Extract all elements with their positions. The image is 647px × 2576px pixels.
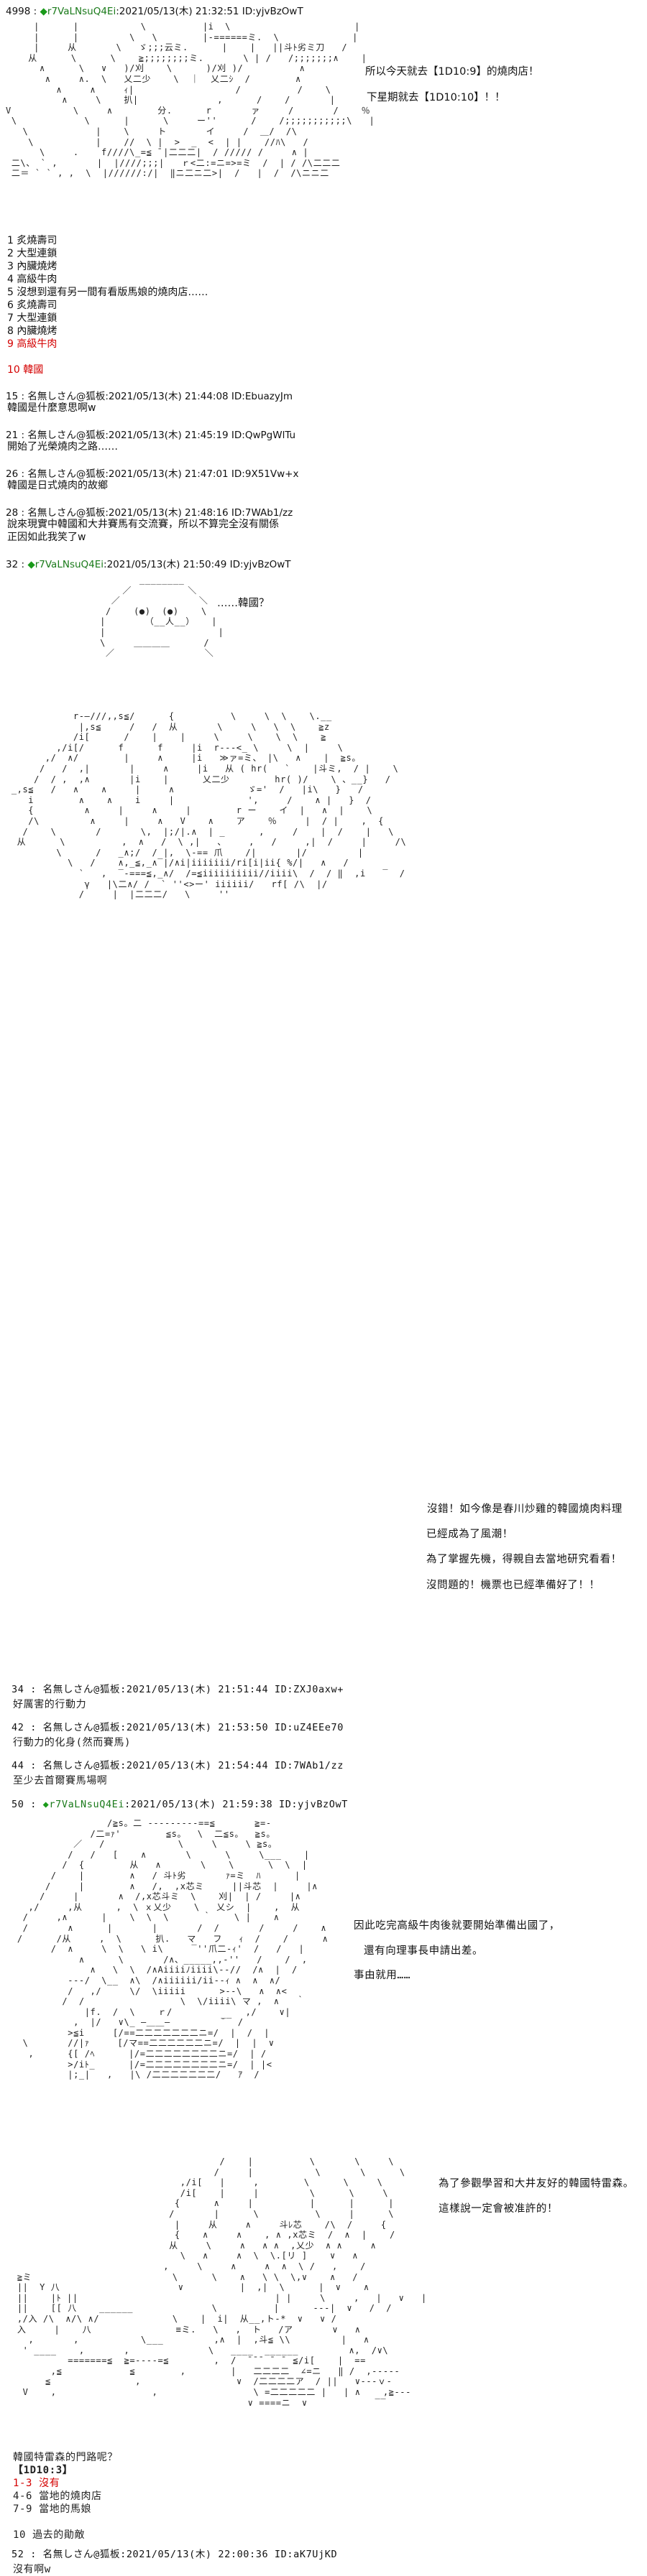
ascii-art: r-―///,,s≦/ { \ \ \ \.__ |,s≦ / / 从 \ \ … [11,711,634,2575]
dialogue-line: 這樣說一定會被准許的！ [439,2203,559,2215]
post-header: 21 : 名無しさん@狐板:2021/05/13(木) 21:45:19 ID:… [6,430,296,441]
post-number[interactable]: 42 [12,1722,24,1733]
post-header: 52 : 名無しさん@狐板:2021/05/13(木) 22:00:36 ID:… [12,2549,338,2560]
trip-diamond-icon: ◆ [40,6,47,17]
dialogue-line: 因此吃完高級牛肉後就要開始準備出國了， [354,1920,560,1932]
post-number[interactable]: 32 [6,559,19,570]
list-item: 3 內臟燒烤 [7,261,58,272]
poll-option: 4-6 當地的燒肉店 [13,2491,102,2502]
post-number[interactable]: 50 [12,1799,24,1810]
poll-question: 韓國特雷森的門路呢？ [13,2452,118,2463]
list-item: 4 高級牛肉 [7,274,58,285]
post-number[interactable]: 28 [6,507,19,519]
post-header: 15 : 名無しさん@狐板:2021/05/13(木) 21:44:08 ID:… [6,391,293,402]
poster-name: 名無しさん@狐板 [27,430,106,441]
post-header: 32 : ◆r7VaLNsuQ4Ei:2021/05/13(木) 21:50:4… [6,559,291,570]
poll-option: 1-3 沒有 [13,2478,60,2489]
post-header: 26 : 名無しさん@狐板:2021/05/13(木) 21:47:01 ID:… [6,468,299,480]
post-header: 4998 : ◆r7VaLNsuQ4Ei:2021/05/13(木) 21:32… [6,6,303,17]
poster-name: 名無しさん@狐板 [42,1760,121,1771]
post-date: :2021/05/13(木) 21:54:44 ID:7WAb1/zz [120,1760,344,1771]
poll-roll: 【1D10:3】 [13,2465,73,2476]
post-date: :2021/05/13(木) 21:51:44 ID:ZXJ0axw+ [120,1684,344,1695]
post-body: 正因如此我笑了w [7,532,86,543]
post-body: 韓國是日式燒肉的故鄉 [7,480,108,491]
post-date: :2021/05/13(木) 21:47:01 ID:9X51Vw+x [105,468,299,480]
poster-name: r7VaLNsuQ4Ei [35,559,104,570]
post-date: :2021/05/13(木) 21:32:51 ID:yjvBzOwT [116,6,303,17]
poll-option: 7-9 當地的馬娘 [13,2503,92,2515]
post-body: 至少去首爾賽馬場啊 [13,1775,108,1787]
list-item: 1 炙燒壽司 [7,235,58,246]
post-body: 沒有啊w [13,2564,51,2575]
post-date: :2021/05/13(木) 21:59:38 ID:yjvBzOwT [124,1799,348,1810]
dialogue-line: ……韓國？ [217,598,270,609]
post-header: 34 : 名無しさん@狐板:2021/05/13(木) 21:51:44 ID:… [12,1684,344,1695]
post-body: 行動力的化身(然而賽馬) [13,1737,132,1748]
list-item: 6 炙燒壽司 [7,300,58,311]
post-number[interactable]: 21 [6,430,19,441]
poster-name: 名無しさん@狐板 [42,2549,121,2560]
dialogue-line: 下星期就去【1D10:10】！！ [367,92,505,103]
list-item: 7 大型連鎖 [7,312,58,324]
poster-name: 名無しさん@狐板 [27,391,106,402]
dialogue-line: 所以今天就去【1D10:9】的燒肉店！ [365,66,539,78]
poster-name: 名無しさん@狐板 [27,507,106,519]
post-date: :2021/05/13(木) 22:00:36 ID:aK7UjKD [120,2549,338,2560]
post-number[interactable]: 34 [12,1684,24,1695]
post-header: 44 : 名無しさん@狐板:2021/05/13(木) 21:54:44 ID:… [12,1760,344,1771]
post-body: 開始了光榮燒肉之路…… [7,441,118,453]
post-number[interactable]: 52 [12,2549,24,2560]
dialogue-line: 還有向理事長申請出差。 [364,1945,484,1957]
poster-name: 名無しさん@狐板 [42,1684,121,1695]
trip-diamond-icon: ◆ [27,559,35,570]
ascii-art: | | \ |i \ | | | \ \ |-======ミ. \ | | 从 … [6,22,375,179]
list-item: 10 韓國 [7,364,44,376]
post-number[interactable]: 15 [6,391,19,402]
post-body: 好厲害的行動力 [13,1699,87,1710]
dialogue-line: 已經成為了風潮！ [426,1529,513,1540]
poster-name: 名無しさん@狐板 [27,468,106,480]
post-date: :2021/05/13(木) 21:44:08 ID:EbuazyJm [105,391,293,402]
post-number[interactable]: 4998 [6,6,31,17]
poster-name: r7VaLNsuQ4Ei [49,1799,125,1810]
ascii-art: /≧s。二 ---------==≦ ≧=- /二=ｧ' ≦s。 \ 二≦s。 … [17,1818,329,2080]
post-date: :2021/05/13(木) 21:48:16 ID:7WAb1/zz [105,507,293,519]
poster-name: r7VaLNsuQ4Ei [47,6,116,17]
post-number[interactable]: 44 [12,1760,24,1771]
post-date: :2021/05/13(木) 21:45:19 ID:QwPgWlTu [105,430,296,441]
post-body: 韓國是什麼意思啊w [7,402,96,414]
poll-option: 10 過去的勛敵 [13,2529,86,2541]
post-date: :2021/05/13(木) 21:53:50 ID:uZ4EEe70 [120,1722,344,1733]
trip-diamond-icon: ◆ [42,1799,50,1810]
list-item: 2 大型連鎖 [7,248,58,259]
poster-name: 名無しさん@狐板 [42,1722,121,1733]
post-body: 說來現實中韓國和大井賽馬有交流賽，所以不算完全沒有關係 [7,519,279,530]
dialogue-line: 事由就用…… [354,1970,411,1981]
dialogue-line: 沒問題的！機票也已經準備好了！！ [426,1580,600,1591]
post-date: :2021/05/13(木) 21:50:49 ID:yjvBzOwT [104,559,291,570]
dialogue-line: 為了參觀學習和大井友好的韓國特雷森。 [439,2178,634,2190]
ascii-art: ________ ／ ＼ ／ ＼ / (●) (●) \ | （__人__） |… [100,575,224,659]
list-item: 9 高級牛肉 [7,338,58,350]
dialogue-line: 為了掌握先機，得親自去當地研究看看！ [426,1554,622,1565]
post-header: 50 : ◆r7VaLNsuQ4Ei:2021/05/13(木) 21:59:3… [12,1799,348,1810]
ascii-art: / | \ \ \ / | \ \ \ ,/i[ | , \ \ \ [17,2156,427,2408]
post-number[interactable]: 26 [6,468,19,480]
dialogue-line: 沒錯！如今像是春川炒雞的韓國燒肉料理 [427,1504,623,1515]
post-header: 28 : 名無しさん@狐板:2021/05/13(木) 21:48:16 ID:… [6,507,293,519]
list-item: 8 內臟燒烤 [7,325,58,337]
post-header: 42 : 名無しさん@狐板:2021/05/13(木) 21:53:50 ID:… [12,1722,344,1733]
list-item: 5 沒想到還有另一間有看版馬娘的燒肉店…… [7,287,208,298]
